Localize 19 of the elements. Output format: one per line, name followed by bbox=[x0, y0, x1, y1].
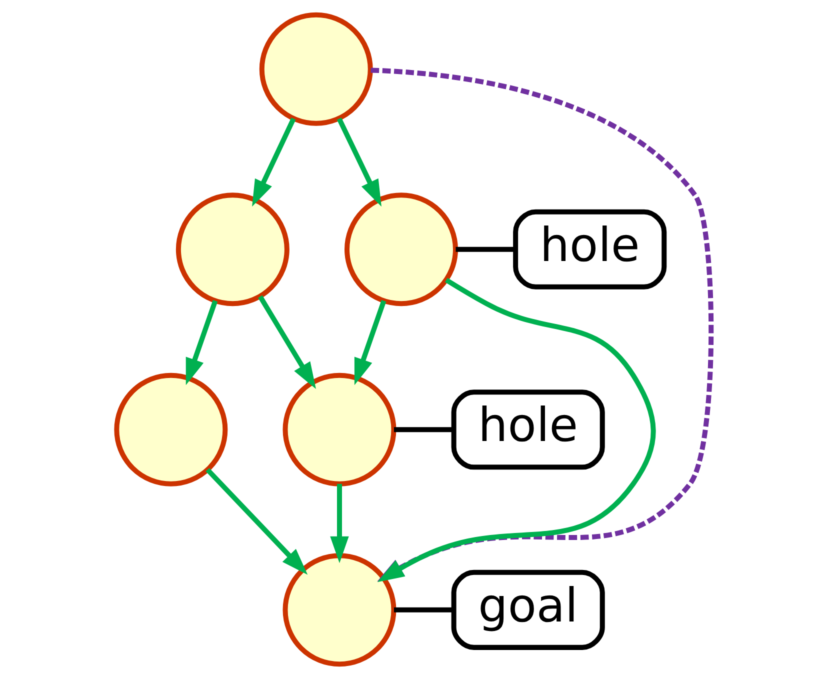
node-box: hole bbox=[512, 209, 666, 290]
connector bbox=[394, 427, 454, 432]
node-circle bbox=[282, 372, 396, 486]
connector bbox=[394, 607, 454, 612]
arrow bbox=[336, 118, 381, 207]
arrow bbox=[252, 118, 296, 207]
arrow bbox=[258, 295, 316, 390]
node-circle bbox=[282, 553, 396, 667]
arrow bbox=[205, 468, 308, 575]
node-circle bbox=[175, 192, 289, 306]
node-box: goal bbox=[450, 570, 604, 650]
arrow bbox=[354, 300, 386, 386]
node-circle bbox=[344, 192, 458, 306]
connector bbox=[455, 246, 515, 252]
arrow bbox=[330, 484, 348, 564]
arrow bbox=[185, 300, 218, 386]
node-circle bbox=[258, 12, 372, 126]
node-box: hole bbox=[450, 390, 604, 470]
node-circle bbox=[114, 372, 228, 486]
